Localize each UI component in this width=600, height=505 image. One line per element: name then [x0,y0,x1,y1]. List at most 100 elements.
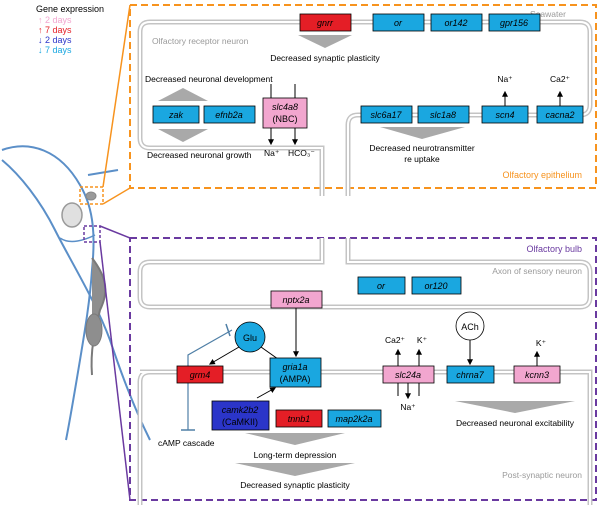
gene-kcnn3: kcnn3 [513,365,561,384]
svg-text:gnrr: gnrr [317,18,334,28]
excitability-effect-text: Decreased neuronal excitability [456,418,575,428]
svg-text:camk2b2: camk2b2 [222,405,259,415]
svg-text:ACh: ACh [461,322,479,332]
gnrr-effect-triangle [298,35,352,48]
gene-zak: zak [152,105,200,124]
epithelium-connector [102,4,131,188]
legend-title: Gene expression [36,4,104,14]
gene-gpr156: gpr156 [488,13,541,32]
svg-text:slc24a: slc24a [395,370,421,380]
slc24-ca-label: Ca2⁺ [385,335,406,345]
bulb-synaptic-effect-text: Decreased synaptic plasticity [240,480,350,490]
svg-text:or120: or120 [424,281,447,291]
svg-text:or: or [394,18,403,28]
epithelium-region-label: Olfactory epithelium [502,170,582,180]
growth-triangle [158,129,208,142]
acetylcholine-ligand: ACh [455,311,485,341]
svg-text:cacna2: cacna2 [545,110,574,120]
camp-cascade-text: cAMP cascade [158,438,215,448]
synaptic-triangle [235,463,355,476]
scn4-na-label: Na⁺ [497,74,513,84]
gene-slc6a17: slc6a17 [360,105,413,124]
svg-text:map2k2a: map2k2a [335,414,372,424]
svg-text:slc6a17: slc6a17 [370,110,402,120]
gene-efnb2a: efnb2a [203,105,256,124]
gene-or120: or120 [411,276,462,295]
gene-slc4a8-nbc: slc4a8 (NBC) [262,97,308,129]
axon-label: Axon of sensory neuron [492,266,582,276]
svg-text:kcnn3: kcnn3 [525,370,549,380]
svg-text:tnnb1: tnnb1 [288,414,311,424]
svg-text:or142: or142 [444,18,467,28]
gene-scn4: scn4 [481,105,529,124]
reuptake-triangle [380,127,465,139]
gene-tnnb1: tnnb1 [275,409,323,428]
gene-nptx2a: nptx2a [270,290,323,309]
gene-cacna2: cacna2 [536,105,584,124]
legend: Gene expression ↑ 2 days ↑ 7 days ↓ 2 da… [36,4,104,55]
gnrr-effect-text: Decreased synaptic plasticity [270,53,380,63]
gene-slc1a8: slc1a8 [417,105,470,124]
legend-item-up-2days: ↑ 2 days [38,15,72,25]
svg-text:(CaMKII): (CaMKII) [222,417,258,427]
gene-map2k2a: map2k2a [327,409,382,428]
epithelium-panel [129,4,597,189]
ltd-effect-text: Long-term depression [254,450,337,460]
grm4-inhibition-path [187,329,233,430]
bulb-panel [129,237,597,501]
development-triangle [158,88,208,101]
epithelium-locator-box [79,186,104,205]
svg-text:(NBC): (NBC) [273,114,298,124]
kcnn3-k-label: K⁺ [536,338,547,348]
gene-or142: or142 [430,13,483,32]
legend-item-down-2days: ↓ 2 days [38,35,72,45]
bulb-connector-2 [99,241,131,501]
fish-head-illustration [1,145,151,441]
slc24-na-label: Na⁺ [400,402,416,412]
camk-to-gria-arrow [256,387,277,399]
legend-item-up-7days: ↑ 7 days [38,25,72,35]
olfactory-neuron-label: Olfactory receptor neuron [152,36,249,46]
svg-text:efnb2a: efnb2a [215,110,243,120]
gene-grm4: grm4 [176,365,224,384]
development-effect-text: Decreased neuronal development [145,74,273,84]
seawater-label: Seawater [530,9,566,19]
reuptake-effect-line2: re uptake [404,154,440,164]
svg-text:slc4a8: slc4a8 [272,102,298,112]
bulb-connector [99,225,131,239]
svg-text:Glu: Glu [243,333,257,343]
gene-camk2b2-camkii: camk2b2 (CaMKII) [211,400,270,431]
slc24-k-label: K⁺ [417,335,428,345]
ltd-triangle [245,433,345,445]
svg-text:(AMPA): (AMPA) [280,374,311,384]
svg-text:slc1a8: slc1a8 [430,110,456,120]
gene-slc24a: slc24a [382,365,435,384]
svg-text:grm4: grm4 [190,370,211,380]
postsynaptic-label: Post-synaptic neuron [502,470,582,480]
svg-text:chrna7: chrna7 [456,370,485,380]
svg-text:scn4: scn4 [495,110,514,120]
gene-chrna7: chrna7 [446,365,495,384]
nbc-na-label: Na⁺ [264,148,280,158]
glu-feedback-bar [225,323,231,337]
svg-text:or: or [377,281,386,291]
svg-text:zak: zak [168,110,184,120]
epithelium-connector-2 [102,187,131,205]
reuptake-effect-line1: Decreased neurotransmitter [369,143,475,153]
glu-to-grm4-arrow [208,346,240,365]
gene-gria1a-ampa: gria1a (AMPA) [269,357,322,388]
growth-effect-text: Decreased neuronal growth [147,150,252,160]
gene-axon-or: or [357,276,406,295]
cacna2-ca-label: Ca2⁺ [550,74,571,84]
legend-item-down-7days: ↓ 7 days [38,45,72,55]
gene-gnrr: gnrr [299,13,352,32]
svg-text:nptx2a: nptx2a [282,295,309,305]
glutamate-ligand: Glu [234,321,266,353]
svg-text:gria1a: gria1a [282,362,307,372]
gene-or: or [372,13,425,32]
bulb-locator-box [83,225,101,243]
bulb-region-label: Olfactory bulb [526,244,582,254]
svg-text:gpr156: gpr156 [500,18,528,28]
nbc-hco3-label: HCO₃⁻ [288,148,315,158]
